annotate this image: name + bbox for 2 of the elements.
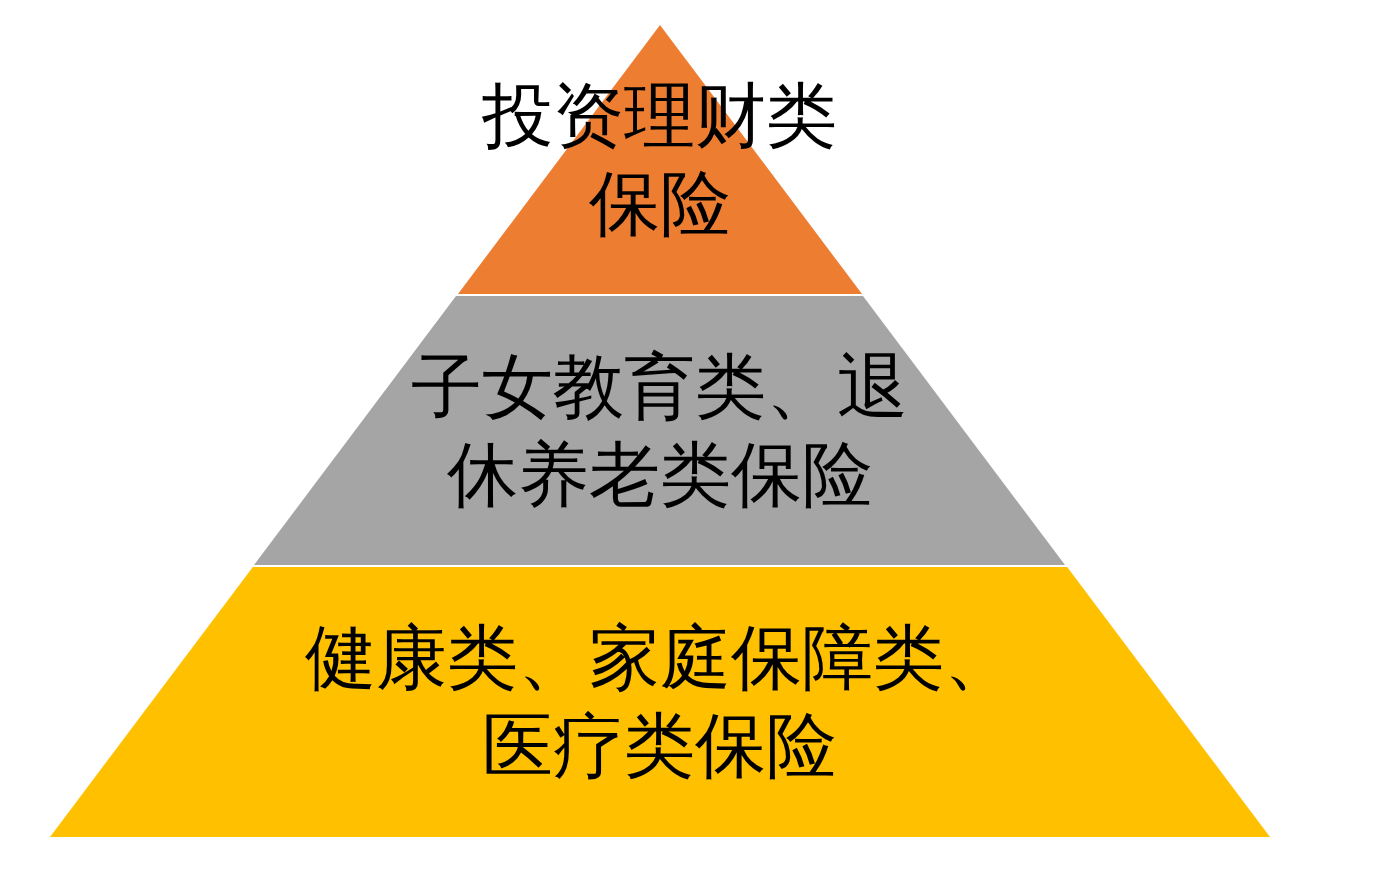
layer-label: 健康类、家庭保障类、医疗类保险 (304, 615, 1016, 789)
layer-label: 子女教育类、退休养老类保险 (410, 343, 910, 518)
